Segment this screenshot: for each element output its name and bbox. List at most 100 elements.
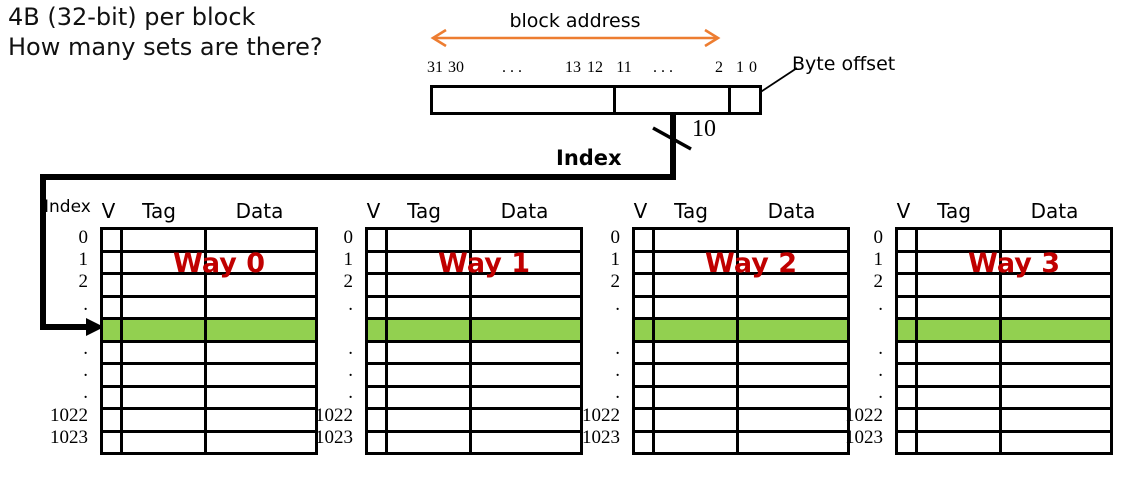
cell [739,252,847,272]
row-label: 1023 [315,426,353,448]
bit-label-12: 12 [587,59,603,76]
cell [207,410,315,430]
row-label: . [348,293,353,315]
cell [918,387,999,407]
row-label: 1022 [315,404,353,426]
way-label-1: Way 1 [438,248,530,279]
cell [918,230,999,250]
cell [898,297,915,317]
row-label: . [83,360,88,382]
cell [739,432,847,452]
column-header-v: V [366,199,381,223]
block-address-label: block address [509,10,641,32]
cell [368,387,385,407]
bit-label-31: 31 [427,59,443,76]
cell [388,410,469,430]
address-tag-field [433,88,616,112]
cell [918,432,999,452]
column-header-data: Data [235,199,284,223]
row-label: 1 [873,249,884,271]
column-header-tag: Tag [674,199,708,223]
cell [1002,342,1110,362]
cell [103,410,120,430]
highlighted-cell [739,320,847,340]
cell [898,230,915,250]
bit-label-1: 1 [736,59,744,76]
cell [739,230,847,250]
cell [655,230,736,250]
row-label: 0 [78,227,89,248]
cell [739,275,847,295]
cell [123,297,204,317]
cell [739,387,847,407]
cell [103,432,120,452]
index-column-header: Index [44,197,91,217]
way-label-3: Way 3 [968,248,1060,279]
cell [1002,230,1110,250]
row-label [808,316,883,338]
cell [103,387,120,407]
cell [1002,297,1110,317]
cell [472,387,580,407]
question-line-1: 4B (32-bit) per block [8,3,256,31]
row-label: . [878,382,883,404]
row-label [13,316,88,338]
row-label: 2 [873,271,884,293]
highlighted-cell [123,320,204,340]
column-header-tag: Tag [142,199,176,223]
column-header-tag: Tag [937,199,971,223]
way-label-2: Way 2 [705,248,797,279]
cell [388,342,469,362]
row-label: 1023 [50,426,88,448]
highlighted-cell [388,320,469,340]
highlighted-cell [103,320,120,340]
cell [368,365,385,385]
row-label: 1023 [582,426,620,448]
cell [635,275,652,295]
cell [123,432,204,452]
column-header-data: Data [1030,199,1079,223]
cell [898,252,915,272]
bit-label-2: 2 [715,59,723,76]
cell [368,410,385,430]
column-header-tag: Tag [407,199,441,223]
row-label [545,316,620,338]
cell [123,410,204,430]
cell [368,342,385,362]
cell [898,387,915,407]
cell [655,342,736,362]
cell [207,432,315,452]
cell [207,387,315,407]
cell [1002,365,1110,385]
row-label: 1022 [845,404,883,426]
cell [103,297,120,317]
row-label [278,316,353,338]
cell [918,342,999,362]
highlighted-cell [655,320,736,340]
row-label: . [878,360,883,382]
cell [368,230,385,250]
column-header-v: V [633,199,648,223]
cell [655,432,736,452]
cell [388,432,469,452]
row-label: . [83,293,88,315]
cell [1002,410,1110,430]
cell [635,365,652,385]
row-label: . [348,360,353,382]
row-label: . [348,338,353,359]
cell [898,275,915,295]
cell [918,275,999,295]
cell [635,387,652,407]
cell [635,230,652,250]
column-header-v: V [101,199,116,223]
cell [898,432,915,452]
row-label: . [83,338,88,359]
cell [368,252,385,272]
cell [918,252,999,272]
row-label: 1022 [582,404,620,426]
row-label: 1023 [845,426,883,448]
cell [655,387,736,407]
bit-label-11: 11 [616,59,632,76]
highlighted-cell [368,320,385,340]
row-label: 2 [78,271,89,293]
